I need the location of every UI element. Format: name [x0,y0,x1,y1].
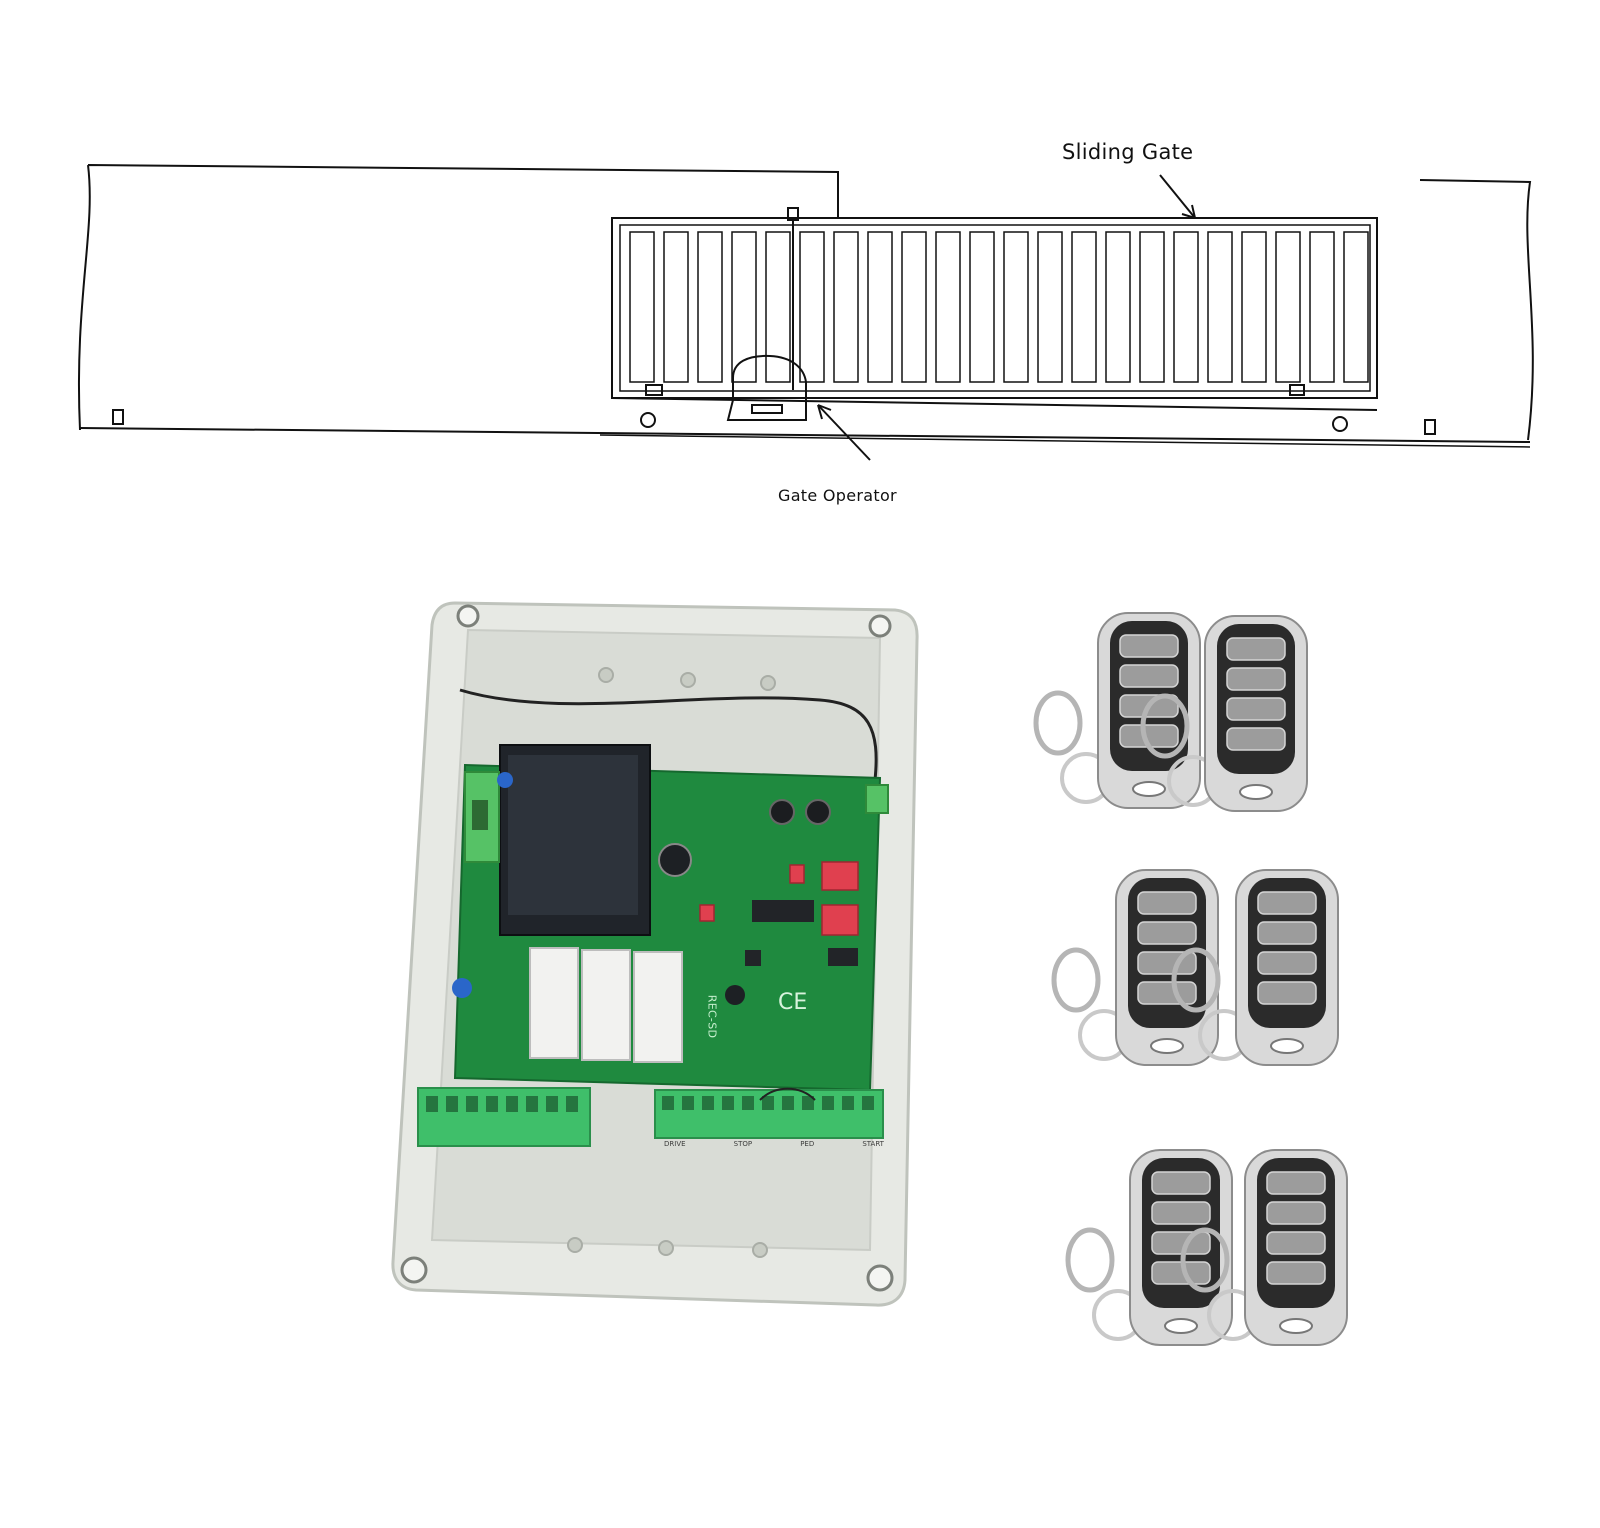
gate-bar [629,231,655,383]
remote-button [1266,1201,1326,1225]
gate-bar [1105,231,1131,383]
remote-button [1266,1171,1326,1195]
remote-control [1051,869,1219,1066]
remote-control [1033,612,1201,809]
keyring-clip [1180,1227,1230,1293]
remote-keyhole [1132,781,1166,797]
gate-bar [1037,231,1063,383]
remote-button [1151,1171,1211,1195]
gate-frame [611,217,1378,399]
gate-bar [1309,231,1335,383]
gate-bar [1207,231,1233,383]
gate-bar [1241,231,1267,383]
remote-button [1119,634,1179,658]
gate-operator-arrow [817,404,871,461]
remote-button [1266,1261,1326,1285]
remote-control [1180,1149,1348,1346]
remote-button [1257,921,1317,945]
gate-bar [1275,231,1301,383]
gate-operator-label: Gate Operator [778,486,897,505]
remote-button [1257,891,1317,915]
remote-button [1151,1201,1211,1225]
keyring-clip [1065,1227,1115,1293]
remote-button [1226,637,1286,661]
terminal-label-stop: STOP [733,1140,753,1148]
remote-button [1137,921,1197,945]
terminal-labels: DRIVE STOP PED START [664,1140,884,1148]
gate-bar [697,231,723,383]
gate-bar [901,231,927,383]
ce-mark: CE [778,990,808,1015]
remote-keyhole [1279,1318,1313,1334]
remote-button [1226,727,1286,751]
remote-keyhole [1270,1038,1304,1054]
gate-bar [663,231,689,383]
remote-button [1226,667,1286,691]
terminal-label-drive: DRIVE [664,1140,686,1148]
keyring-clip [1171,947,1221,1013]
remote-button [1137,891,1197,915]
gate-bar [799,231,825,383]
remote-button [1257,951,1317,975]
gate-bar [935,231,961,383]
right-post [1419,179,1534,441]
gate-bar [867,231,893,383]
gate-operator-shape [726,354,807,421]
gate-bar [833,231,859,383]
remote-button [1151,1231,1211,1255]
remote-button [1137,981,1197,1005]
remote-button [1257,981,1317,1005]
remote-keyhole [1239,784,1273,800]
keyring-clip [1140,693,1190,759]
sliding-gate-diagram [77,164,1534,461]
terminal-label-ped: PED [800,1140,815,1148]
sliding-gate-arrow [1159,174,1196,219]
keyring-clip [1051,947,1101,1013]
remote-button [1119,664,1179,688]
gate-bar [765,231,791,383]
terminal-label-start: START [862,1140,884,1148]
gate-bar [731,231,757,383]
ground-line [79,427,1531,443]
gate-wheel-right [1332,416,1348,432]
gate-bar [1173,231,1199,383]
gate-bar [1071,231,1097,383]
gate-bar [1139,231,1165,383]
gate-wheel-left [640,412,656,428]
sliding-gate-label: Sliding Gate [1062,140,1194,164]
remote-button [1226,697,1286,721]
gate-bar [1003,231,1029,383]
remote-control [1171,869,1339,1066]
keyring-clip [1033,690,1083,756]
gate-bar [1343,231,1369,383]
remote-control [1140,615,1308,812]
gate-bar [969,231,995,383]
remote-keyhole [1150,1038,1184,1054]
left-wall [77,164,839,431]
remote-control [1065,1149,1233,1346]
gate-bars [629,231,1369,383]
remote-button [1266,1231,1326,1255]
remote-keyhole [1164,1318,1198,1334]
